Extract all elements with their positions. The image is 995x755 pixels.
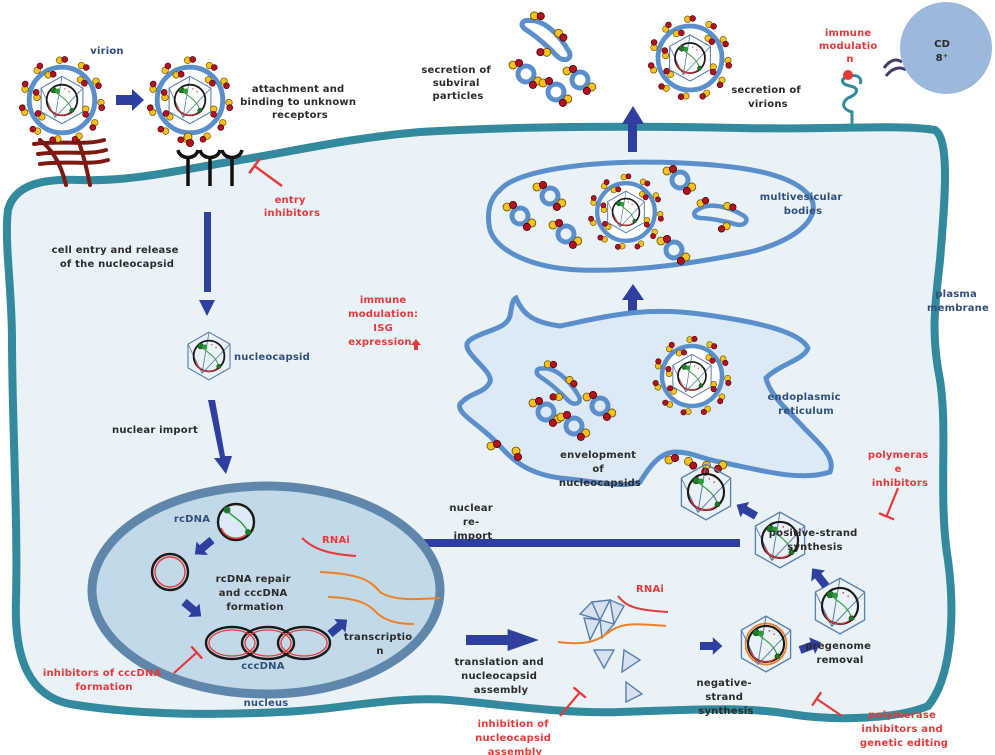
cd8-t-cell — [900, 2, 992, 94]
subviral-filament — [514, 8, 581, 66]
secreted-virion — [648, 14, 733, 101]
label-envelopment: envelopment of nucleocapsids — [559, 450, 641, 489]
label-nuclear-import: nuclear import — [112, 425, 198, 436]
label-cell-entry: cell entry and release of the nucleocaps… — [52, 245, 183, 270]
label-inhibitors-cccdna: inhibitors of cccDNA formation — [43, 668, 165, 693]
label-rnai-cyto: RNAi — [636, 584, 664, 595]
up-arrow-icon — [411, 339, 421, 350]
label-translation: translation and nucleocapsid assembly — [454, 657, 547, 696]
virion-free — [19, 55, 106, 144]
label-nucleus: nucleus — [244, 698, 289, 709]
arrow-secretion-shaft — [628, 122, 637, 152]
label-cd8: CD 8⁺ — [934, 39, 954, 64]
antigen-peptide — [843, 70, 853, 80]
label-pregenome-removal: pregenome removal — [805, 641, 875, 666]
rna-transcript-2 — [327, 596, 415, 625]
rnai-strand-cyto — [617, 595, 669, 613]
label-secretion-subviral: secretion of subviral particles — [421, 65, 494, 102]
label-positive-strand: positive-strand synthesis — [769, 528, 861, 553]
mhc-molecule — [841, 74, 863, 128]
label-attachment: attachment and binding to unknown recept… — [240, 84, 360, 121]
receptors — [176, 149, 244, 186]
label-immune-modulation-isg: immune modulation: ISG expression — [348, 295, 422, 348]
label-rcdna-repair: rcDNA repair and cccDNA formation — [216, 574, 295, 613]
heparan-sulfate-fibers — [32, 138, 110, 187]
cccdna-minichromosome — [204, 625, 332, 661]
nucleus — [87, 481, 445, 699]
label-polymerase-inhibitors-top: polymeras e inhibitors — [868, 450, 932, 489]
negative-strand-capsid — [740, 615, 792, 673]
label-plasma-membrane: plasma membrane — [927, 289, 989, 314]
subviral-sphere — [563, 65, 597, 95]
repaired-dna — [150, 552, 190, 592]
label-secretion-virions: secretion of virions — [731, 85, 804, 110]
tcr-receptor — [882, 58, 907, 77]
label-multivesicular: multivesicular bodies — [760, 192, 847, 217]
label-transcription: transcriptio n — [344, 632, 416, 657]
label-virion: virion — [90, 46, 124, 57]
rcdna-genome — [216, 502, 256, 542]
rnai-strand-nucleus — [301, 537, 357, 557]
arrow-secretion-head — [622, 106, 644, 124]
label-cccdna: cccDNA — [241, 661, 284, 672]
arrow-reimport-shaft — [400, 539, 740, 547]
virion-attaching — [147, 55, 234, 144]
arrow-attach — [116, 89, 144, 111]
label-endoplasmic: endoplasmic reticulum — [768, 392, 845, 417]
label-nucleocapsid: nucleocapsid — [234, 352, 310, 363]
arrow-nuclear-import — [208, 400, 232, 474]
label-negative-strand: negative- strand synthesis — [697, 678, 756, 717]
rna-transcript-1 — [319, 571, 441, 601]
label-nuclear-reimport: nuclear re- import — [449, 503, 496, 542]
mrna-strand-cyto — [557, 623, 667, 645]
subviral-sphere — [509, 59, 543, 89]
arrow-er-mvb-shaft — [628, 298, 637, 322]
arrow-er-mvb-head — [622, 284, 644, 300]
arrow-entry-shaft — [204, 212, 211, 292]
label-rnai-nucleus: RNAi — [322, 535, 350, 546]
label-immune-modulation-top: immune modulatio n — [819, 28, 881, 65]
label-entry-inhibitors: entry inhibitors — [264, 195, 320, 219]
endoplasmic-reticulum — [457, 294, 834, 488]
label-rcdna: rcDNA — [174, 514, 210, 525]
label-polymerase-editing: polymerase inhibitors and genetic editin… — [860, 710, 948, 749]
label-inhibition-assembly: inhibition of nucleocapsid assembly — [475, 719, 555, 755]
arrow-entry-head — [199, 300, 215, 316]
subviral-sphere — [539, 77, 573, 107]
capsid-subunits — [578, 598, 644, 704]
